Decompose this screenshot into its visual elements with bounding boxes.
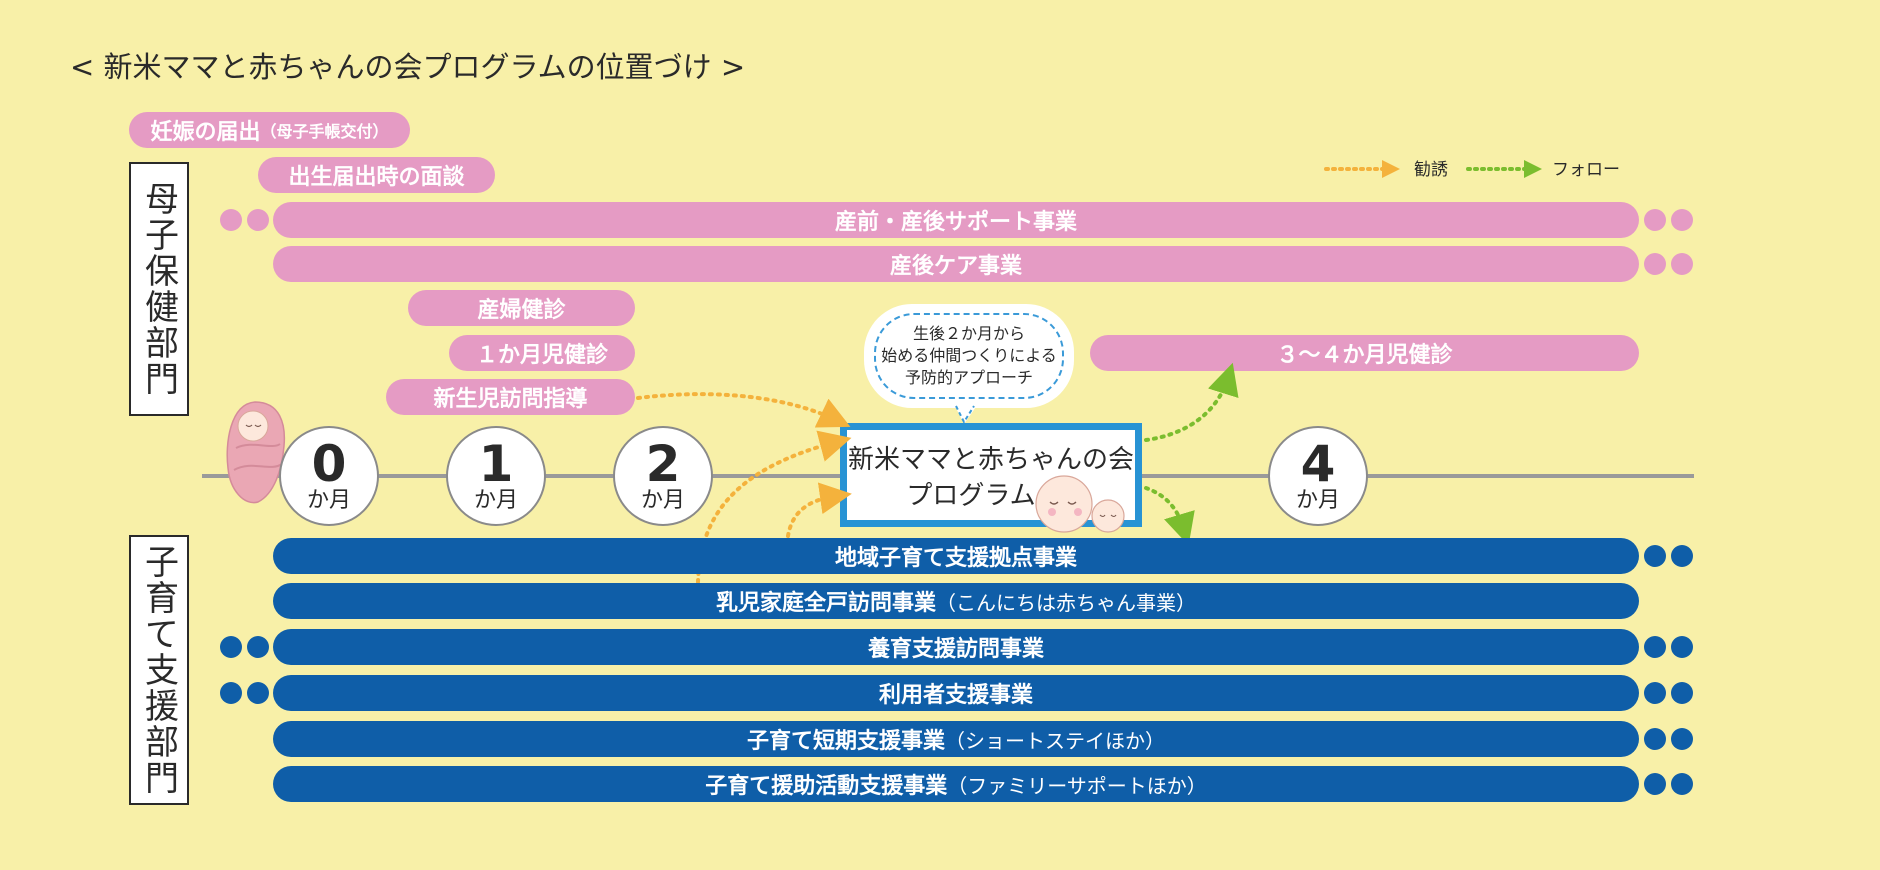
continuation-dot xyxy=(220,209,242,231)
bar-pregnancy-main: 妊娠の届出 xyxy=(150,120,261,145)
continuation-dot xyxy=(1671,728,1693,750)
bar-birth-interview: 出生届出時の面談 xyxy=(258,157,495,193)
month-marker-4: 4 か月 xyxy=(1268,426,1368,526)
bar-family-support: 子育て援助活動支援事業（ファミリーサポートほか） xyxy=(273,766,1639,802)
program-title-line2: プログラム xyxy=(906,481,1036,511)
childcare-support-label: 子育て支援部門 xyxy=(138,544,179,796)
month-marker-1: 1 か月 xyxy=(446,426,546,526)
bar-birth-interview-label: 出生届出時の面談 xyxy=(288,165,465,190)
continuation-dot xyxy=(1644,728,1666,750)
continuation-dot xyxy=(1644,253,1666,275)
bar-one-month-checkup: １か月児健診 xyxy=(449,335,635,371)
month-unit: か月 xyxy=(306,488,351,513)
month-number: 4 xyxy=(1300,435,1336,493)
page-title: < 新米ママと赤ちゃんの会プログラムの位置づけ > xyxy=(70,50,746,84)
invite-arrow-icon xyxy=(1324,160,1400,178)
bar-three-four-month-checkup: ３～４か月児健診 xyxy=(1090,335,1639,371)
continuation-dot xyxy=(247,682,269,704)
bar-infant-home-visit: 乳児家庭全戸訪問事業（こんにちは赤ちゃん事業） xyxy=(273,583,1639,619)
continuation-dot xyxy=(1671,636,1693,658)
continuation-dot xyxy=(1644,773,1666,795)
bar-pre-post-support-label: 産前・産後サポート事業 xyxy=(834,210,1077,235)
bubble-line: 始める仲間つくりによる xyxy=(881,346,1057,365)
continuation-dot xyxy=(1671,682,1693,704)
month-unit: か月 xyxy=(1295,488,1340,513)
invite-arrow-newborn-visit xyxy=(636,392,851,428)
bubble-tail xyxy=(954,404,978,425)
follow-arrow-support-hub xyxy=(1144,486,1195,546)
continuation-dot xyxy=(1644,209,1666,231)
bar-main-label: 乳児家庭全戸訪問事業 xyxy=(715,591,936,616)
bubble-line: 予防的アプローチ xyxy=(904,368,1033,387)
month-marker-0: 0 か月 xyxy=(279,426,379,526)
program-title-line1: 新米ママと赤ちゃんの会 xyxy=(847,445,1134,475)
bar-note-label: （ショートステイほか） xyxy=(945,728,1165,753)
bar-one-month-checkup-label: １か月児健診 xyxy=(475,343,608,368)
continuation-dot xyxy=(1671,209,1693,231)
legend-follow-label: フォロー xyxy=(1552,160,1620,180)
continuation-dot xyxy=(247,209,269,231)
month-unit: か月 xyxy=(473,488,518,513)
continuation-dot xyxy=(1671,773,1693,795)
bar-maternal-checkup: 産婦健診 xyxy=(408,290,635,326)
bar-pre-post-support: 産前・産後サポート事業 xyxy=(273,202,1639,238)
month-number: 0 xyxy=(311,435,347,493)
continuation-dot xyxy=(1644,636,1666,658)
follow-arrow-checkup xyxy=(1144,362,1239,442)
bar-pregnancy-notification: 妊娠の届出（母子手帳交付） xyxy=(129,112,410,148)
bar-main-label: 子育て援助活動支援事業 xyxy=(705,774,948,799)
legend-invite-label: 勧誘 xyxy=(1414,160,1448,180)
continuation-dot xyxy=(1644,682,1666,704)
continuation-dot xyxy=(1671,253,1693,275)
continuation-dot xyxy=(1671,545,1693,567)
maternal-health-label: 母子保健部門 xyxy=(138,181,179,397)
continuation-dot xyxy=(220,636,242,658)
bar-pregnancy-note: （母子手帳交付） xyxy=(260,122,389,141)
continuation-dot xyxy=(1644,545,1666,567)
approach-speech-bubble: 生後２か月から 始める仲間つくりによる 予防的アプローチ xyxy=(864,304,1074,408)
invite-arrow-support-hub xyxy=(786,482,852,538)
bar-community-support-hub: 地域子育て支援拠点事業 xyxy=(273,538,1639,574)
bar-note-label: （ファミリーサポートほか） xyxy=(947,773,1207,798)
bubble-line: 生後２か月から xyxy=(912,324,1025,343)
bar-postpartum-care-label: 産後ケア事業 xyxy=(889,254,1022,279)
follow-arrow-icon xyxy=(1466,160,1542,178)
bar-note-label: （こんにちは赤ちゃん事業） xyxy=(936,590,1196,615)
bar-short-term-support: 子育て短期支援事業（ショートステイほか） xyxy=(273,721,1639,757)
month-number: 1 xyxy=(478,435,514,493)
month-marker-2: 2 か月 xyxy=(613,426,713,526)
swaddled-baby-icon xyxy=(226,401,286,504)
bar-newborn-visit: 新生児訪問指導 xyxy=(386,379,635,415)
bar-main-label: 子育て短期支援事業 xyxy=(746,729,945,754)
bar-user-support: 利用者支援事業 xyxy=(273,675,1639,711)
bar-parenting-support-visit: 養育支援訪問事業 xyxy=(273,629,1639,665)
bar-main-label: 地域子育て支援拠点事業 xyxy=(834,546,1077,571)
bar-maternal-checkup-label: 産婦健診 xyxy=(477,298,566,323)
month-number: 2 xyxy=(645,435,681,493)
month-unit: か月 xyxy=(640,488,685,513)
childcare-support-section: 子育て支援部門 xyxy=(129,535,189,805)
bar-three-four-month-checkup-label: ３～４か月児健診 xyxy=(1276,343,1453,368)
continuation-dot xyxy=(220,682,242,704)
bar-main-label: 利用者支援事業 xyxy=(878,683,1033,708)
bar-newborn-visit-label: 新生児訪問指導 xyxy=(433,387,588,412)
bar-main-label: 養育支援訪問事業 xyxy=(867,637,1044,662)
bar-postpartum-care: 産後ケア事業 xyxy=(273,246,1639,282)
mother-baby-faces-icon xyxy=(1035,475,1125,533)
continuation-dot xyxy=(247,636,269,658)
program-box: 新米ママと赤ちゃんの会 プログラム xyxy=(840,423,1142,527)
maternal-health-section: 母子保健部門 xyxy=(129,162,189,416)
approach-bubble-border: 生後２か月から 始める仲間つくりによる 予防的アプローチ xyxy=(874,313,1064,399)
